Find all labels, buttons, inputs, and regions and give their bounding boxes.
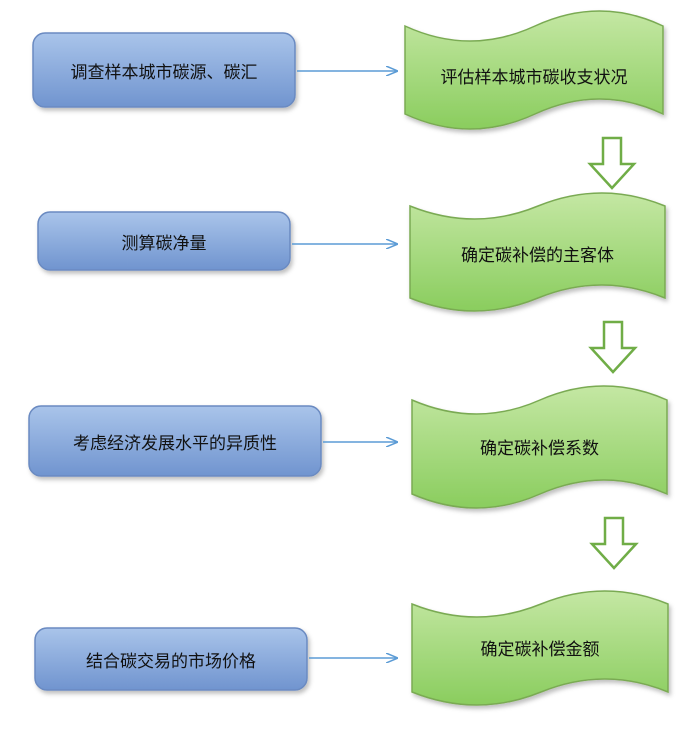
- down-arrow-1: [587, 136, 637, 190]
- step-box-4: [411, 590, 669, 706]
- step-box-3: [411, 385, 668, 509]
- down-arrow-3: [589, 516, 639, 570]
- step-box-2: [409, 192, 666, 312]
- input-box-1: [32, 32, 296, 108]
- step-box-1: [404, 10, 664, 130]
- input-box-4: [34, 627, 308, 691]
- down-arrow-2: [588, 320, 638, 374]
- input-box-3: [28, 405, 322, 477]
- input-box-2: [37, 211, 291, 271]
